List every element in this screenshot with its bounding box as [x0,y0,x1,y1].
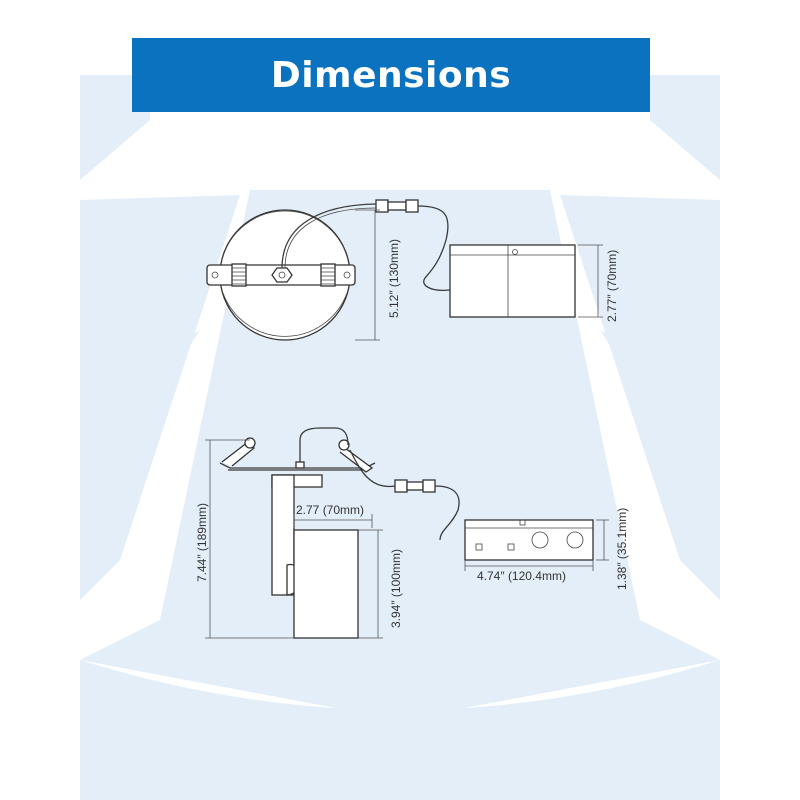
title-banner: Dimensions [132,38,650,112]
page-title: Dimensions [270,54,512,96]
overall-height-label: 7.44″ (189mm) [195,503,209,582]
junction-box-height-label: 2.77″ (70mm) [605,250,619,322]
width-label: 2.77 (70mm) [296,503,364,517]
diameter-label: 5.12″ (130mm) [387,239,401,318]
top-view-fixture [206,199,603,341]
lower-height-label: 3.94″ (100mm) [389,549,403,628]
driver-box-length-label: 4.74″ (120.4mm) [477,569,566,583]
side-view-fixture [205,427,609,639]
driver-box-height-label: 1.38″ (35.1mm) [615,508,629,590]
